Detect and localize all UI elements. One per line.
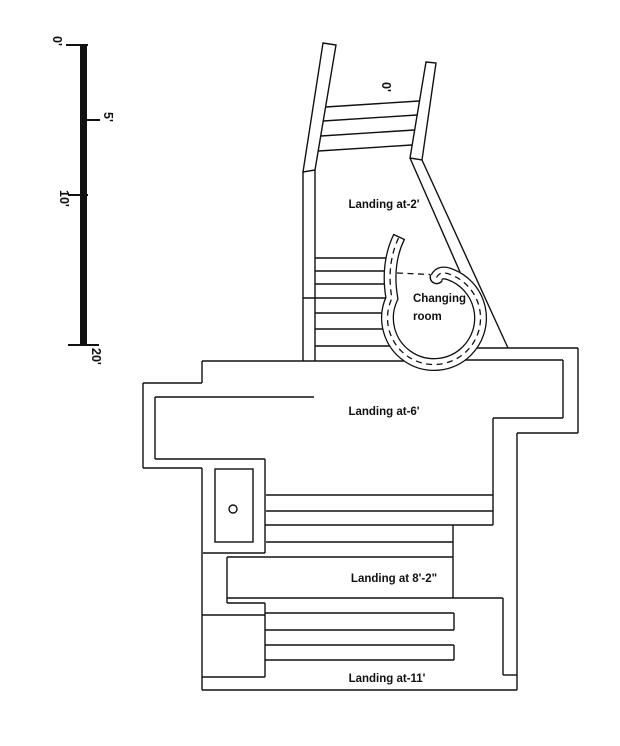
changing-room-spiral bbox=[381, 159, 509, 371]
right-rail-outer-diagonal bbox=[421, 159, 509, 349]
landing-2-label: Landing at-2' bbox=[348, 199, 419, 211]
spiral-tip-cap bbox=[429, 274, 443, 285]
scale-bar-ticks bbox=[66, 44, 100, 346]
stair-tread bbox=[323, 114, 417, 122]
spiral-tip-cap-fill bbox=[430, 274, 443, 284]
landing-6-outline bbox=[142, 347, 579, 691]
spiral-neck-end bbox=[392, 233, 406, 241]
stair-tread bbox=[320, 129, 415, 137]
left-rail bbox=[302, 42, 337, 173]
lower-stairs bbox=[202, 598, 517, 678]
scale-label-0: 0' bbox=[50, 36, 64, 46]
upper-stairs bbox=[302, 42, 461, 273]
fixture-box bbox=[214, 468, 254, 543]
drain-circle bbox=[228, 504, 238, 514]
mid-stairs bbox=[226, 494, 503, 615]
landing-8-2-label: Landing at 8'-2" bbox=[351, 573, 437, 585]
scale-bar: 0' 5' 10' 20' bbox=[50, 36, 115, 365]
scale-label-5: 5' bbox=[101, 112, 115, 122]
right-rail bbox=[409, 61, 437, 161]
spiral-centerline-dashed bbox=[386, 236, 482, 366]
fixture bbox=[203, 468, 265, 554]
changing-room-label-line1: Changing bbox=[413, 293, 466, 305]
landing-11-label: Landing at-11' bbox=[349, 673, 426, 685]
landing-6-label: Landing at-6' bbox=[348, 406, 419, 418]
stair-tread bbox=[325, 100, 420, 108]
stair-tread bbox=[318, 144, 412, 152]
left-wall-stairs bbox=[302, 170, 393, 361]
entrance-dashed-line bbox=[396, 272, 431, 276]
changing-room-label-line2: room bbox=[413, 311, 442, 323]
right-rail-inner-diagonal bbox=[409, 157, 461, 273]
scale-label-10: 10' bbox=[57, 190, 71, 207]
scale-label-20: 20' bbox=[89, 348, 103, 365]
upper-stair-elevation-label: 0' bbox=[379, 82, 393, 92]
plan-labels: 0' Landing at-2' Changing room Landing a… bbox=[348, 82, 466, 685]
